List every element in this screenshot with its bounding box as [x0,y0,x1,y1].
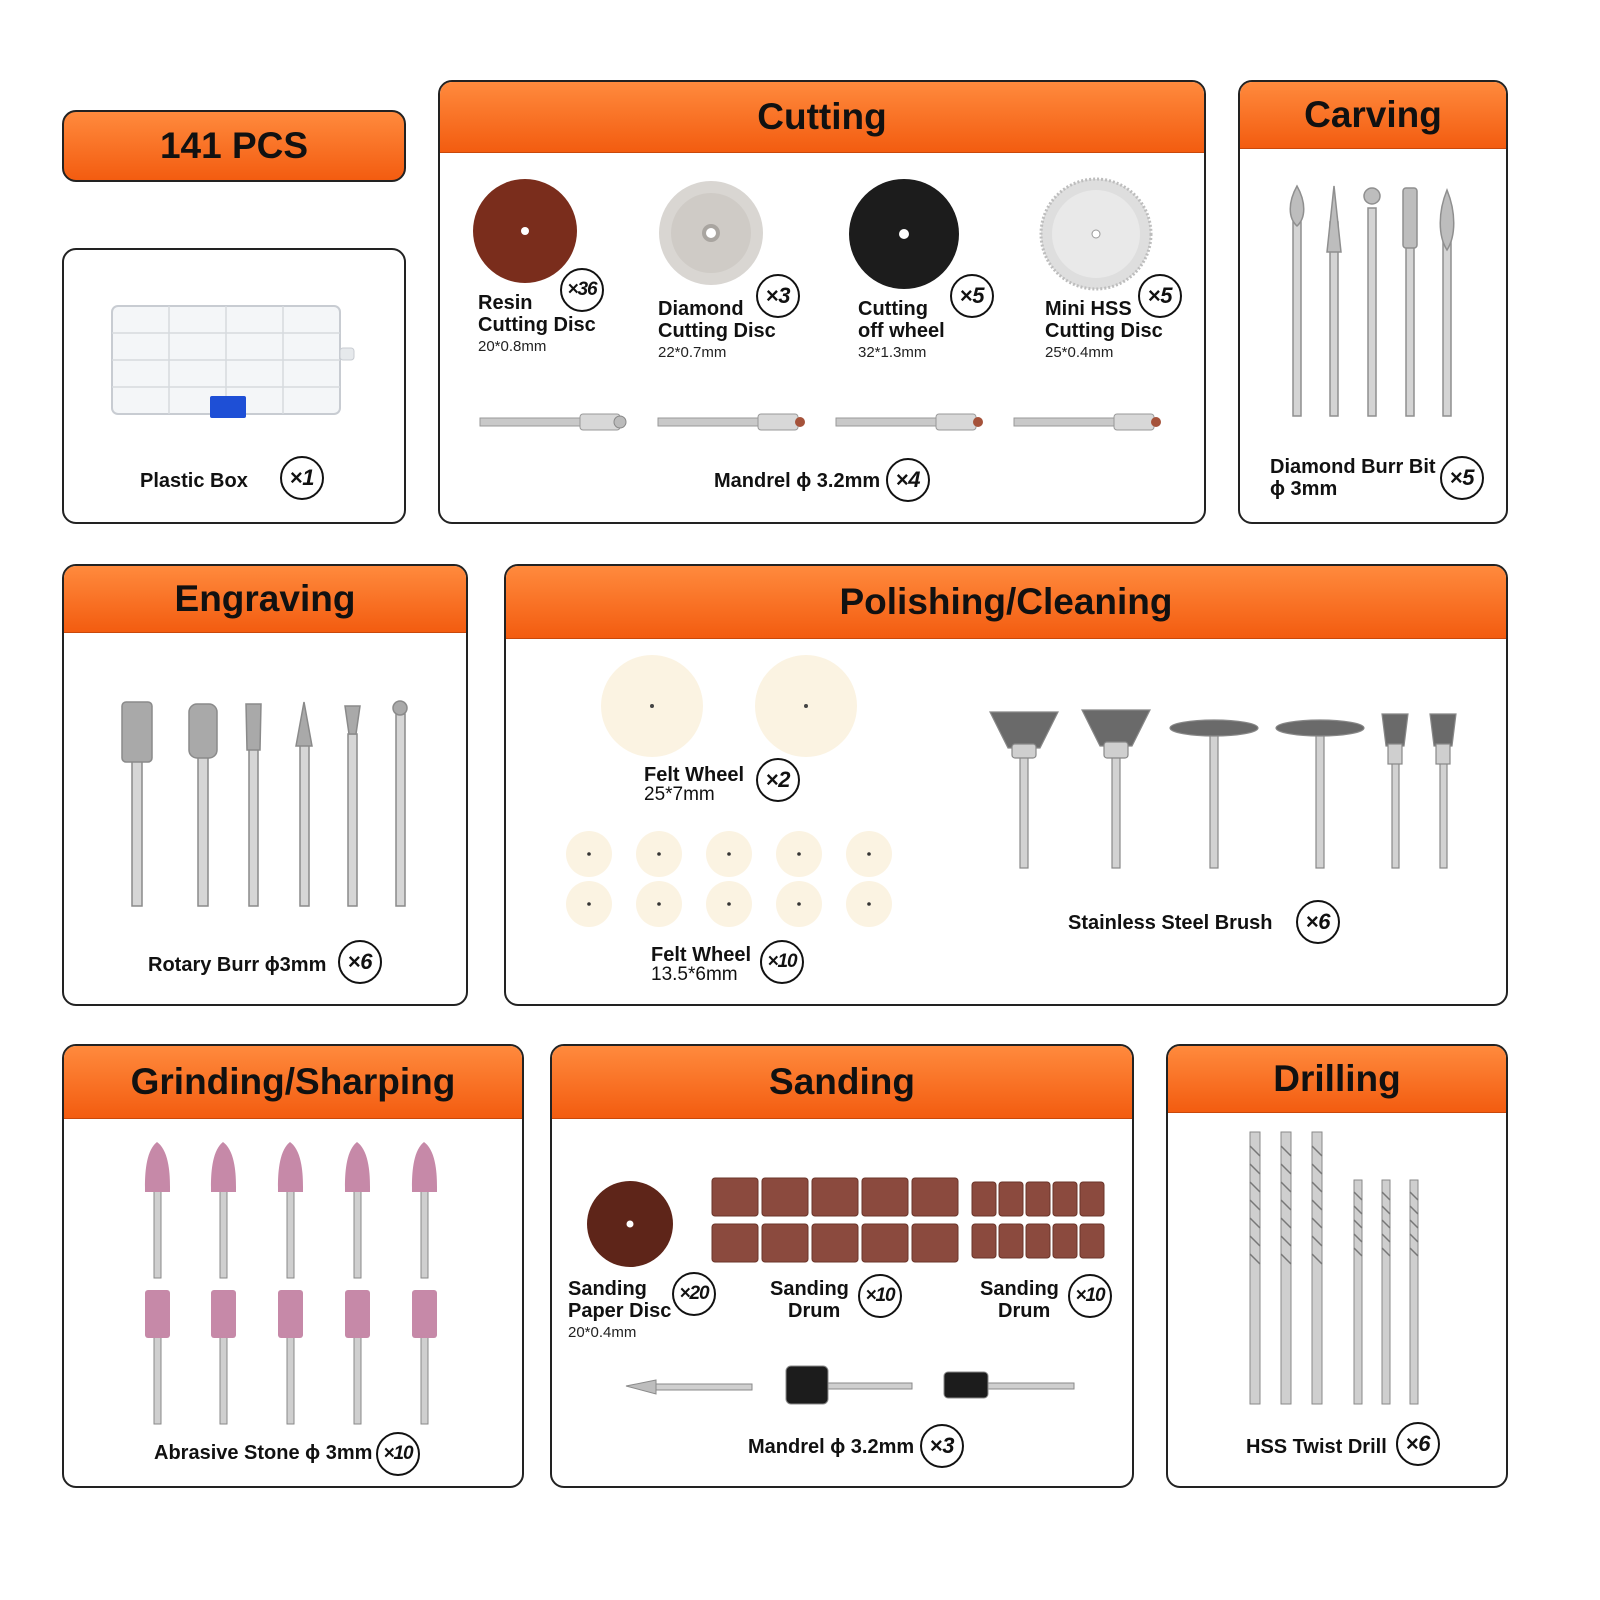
felt-wheel-large-image [601,655,857,757]
sanding-disc-size: 20*0.4mm [568,1324,637,1341]
rotary-burr-image [121,700,408,907]
felt-small-count: ×10 [760,940,804,984]
cutoff-wheel-count: ×5 [950,274,994,318]
plastic-box-panel: Plastic Box ×1 [62,248,406,524]
polishing-panel: Polishing/Cleaning Felt Wheel 25*7mm ×2 … [504,564,1508,1006]
carving-label-1: Diamond Burr Bit [1270,456,1436,478]
diamond-disc-size: 22*0.7mm [658,344,727,361]
carving-label-2: ϕ 3mm [1270,478,1338,500]
drilling-panel: Drilling HSS Twist Drill ×6 [1166,1044,1508,1488]
sanding-drum-b-count: ×10 [1068,1274,1112,1318]
carving-panel: Carving Diamond Burr Bit ϕ 3mm ×5 [1238,80,1508,524]
cutting-panel: Cutting ×36 Resin Cutting Disc 20*0.8mm … [438,80,1206,524]
resin-disc-name-1: Resin [478,292,533,314]
sanding-drum-large-image [711,1177,959,1263]
sanding-disc-label-2: Paper Disc [568,1300,672,1322]
sanding-drum-a-label-2: Drum [788,1300,841,1322]
resin-disc-name-2: Cutting Disc [478,314,596,336]
abrasive-stones-image [144,1142,438,1425]
diamond-disc-image [659,181,763,285]
felt-small-size: 13.5*6mm [651,964,738,985]
plastic-box-image [111,305,355,418]
sanding-title: Sanding [552,1046,1132,1119]
drilling-count: ×6 [1396,1422,1440,1466]
cutting-title: Cutting [440,82,1204,153]
diamond-disc-name-1: Diamond [658,298,744,320]
sanding-paper-disc-image [587,1181,673,1267]
felt-large-label: Felt Wheel [644,764,745,786]
grinding-panel: Grinding/Sharping Abrasive Stone ϕ 3mm ×… [62,1044,524,1488]
resin-disc-image [473,179,577,283]
cutoff-wheel-name-2: off wheel [858,320,945,342]
sanding-panel: Sanding Sanding Paper Disc 20*0.4mm ×20 … [550,1044,1134,1488]
drilling-label: HSS Twist Drill [1246,1436,1387,1458]
sanding-mandrel-count: ×3 [920,1424,964,1468]
hss-disc-name-1: Mini HSS [1045,298,1132,320]
carving-count: ×5 [1440,456,1484,500]
diamond-disc-name-2: Cutting Disc [658,320,776,342]
felt-small-label: Felt Wheel [651,944,752,966]
sanding-drum-a-count: ×10 [858,1274,902,1318]
brush-count: ×6 [1296,900,1340,944]
engraving-title: Engraving [64,566,466,633]
sanding-mandrel-label: Mandrel ϕ 3.2mm [748,1436,915,1458]
engraving-panel: Engraving Rotary Burr ϕ3mm ×6 [62,564,468,1006]
grinding-count: ×10 [376,1432,420,1476]
grinding-title: Grinding/Sharping [64,1046,522,1119]
carving-title: Carving [1240,82,1506,149]
cutoff-wheel-name-1: Cutting [858,298,928,320]
diamond-burr-bits-image [1289,184,1455,417]
cutting-mandrel-label: Mandrel ϕ 3.2mm [714,470,881,492]
cutoff-wheel-size: 32*1.3mm [858,344,927,361]
felt-large-size: 25*7mm [644,784,715,805]
hss-disc-name-2: Cutting Disc [1045,320,1163,342]
resin-disc-count: ×36 [560,268,604,312]
brush-label: Stainless Steel Brush [1068,912,1273,934]
engraving-count: ×6 [338,940,382,984]
engraving-label: Rotary Burr ϕ3mm [148,954,327,976]
sanding-drum-a-label-1: Sanding [770,1278,849,1300]
felt-large-count: ×2 [756,758,800,802]
total-pieces-badge: 141 PCS [62,110,406,182]
diamond-disc-count: ×3 [756,274,800,318]
hss-disc-count: ×5 [1138,274,1182,318]
cutoff-wheel-image [849,179,959,289]
polishing-title: Polishing/Cleaning [506,566,1506,639]
plastic-box-count: ×1 [280,456,324,500]
cutting-mandrel-count: ×4 [886,458,930,502]
sanding-drum-small-image [971,1181,1105,1259]
grinding-label: Abrasive Stone ϕ 3mm [154,1442,373,1464]
drilling-title: Drilling [1168,1046,1506,1113]
plastic-box-label: Plastic Box [140,470,248,492]
steel-brush-image [989,709,1457,869]
mandrel-images [479,413,1161,431]
hss-disc-size: 25*0.4mm [1045,344,1114,361]
sanding-drum-b-label-2: Drum [998,1300,1051,1322]
felt-wheel-small-image [566,831,892,927]
hss-disc-image [1039,177,1153,291]
sanding-drum-b-label-1: Sanding [980,1278,1059,1300]
sanding-disc-label-1: Sanding [568,1278,647,1300]
sanding-disc-count: ×20 [672,1272,716,1316]
twist-drill-image [1249,1131,1419,1405]
sanding-mandrel-image [625,1365,1075,1405]
resin-disc-size: 20*0.8mm [478,338,547,355]
